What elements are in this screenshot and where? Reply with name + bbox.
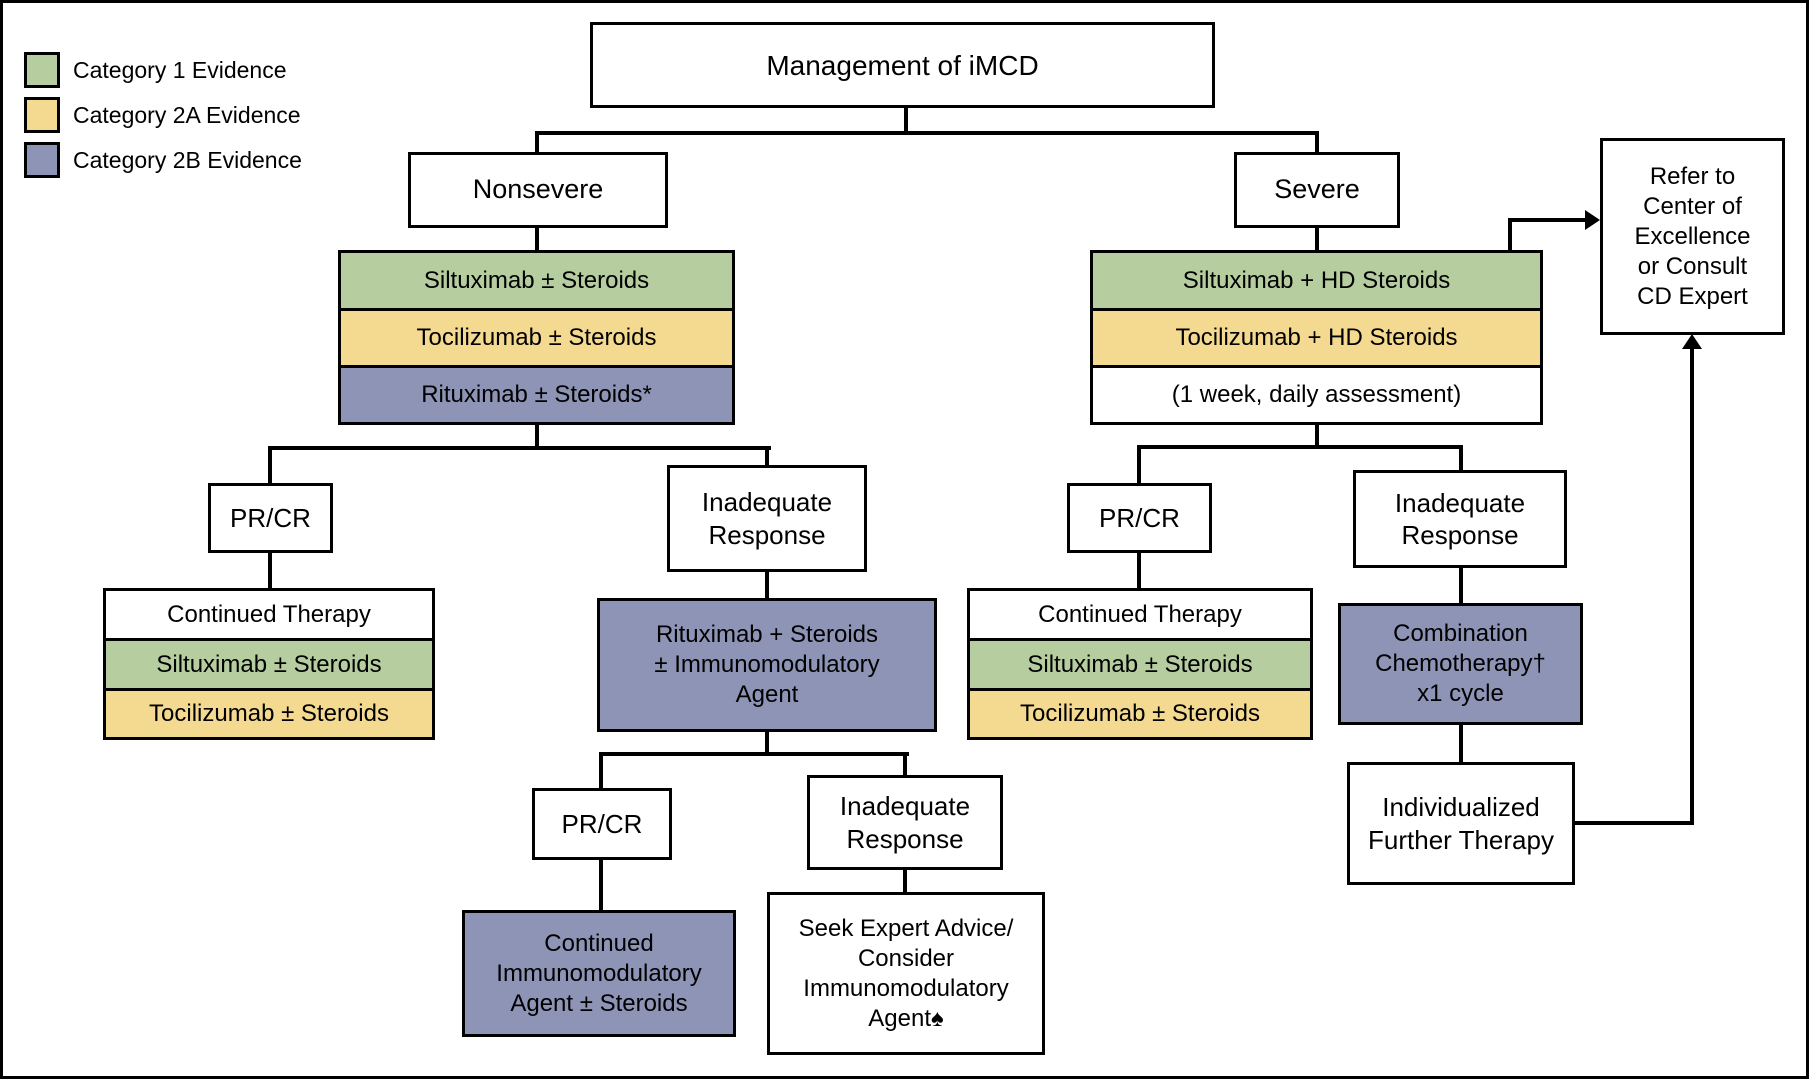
legend-label: Category 2A Evidence [73,101,301,128]
legend-label: Category 2B Evidence [73,146,302,173]
therapy-row-tocilizumab-hd: Tocilizumab + HD Steroids [1090,308,1543,368]
therapy-row-siltuximab: Siltuximab ± Steroids [103,638,435,691]
connector-line [535,228,539,250]
connector-line [268,448,272,483]
stack-severe-therapy: Siltuximab + HD Steroids Tocilizumab + H… [1090,250,1543,425]
connector-line [1137,445,1463,449]
arrowhead-right-icon [1585,210,1600,230]
therapy-row-siltuximab-hd: Siltuximab + HD Steroids [1090,250,1543,311]
stack-nonsevere-therapy: Siltuximab ± Steroids Tocilizumab ± Ster… [338,250,735,425]
therapy-row-tocilizumab: Tocilizumab ± Steroids [967,688,1313,740]
node-nonsevere: Nonsevere [408,152,668,228]
connector-line [1315,228,1319,250]
node-seek-expert-advice: Seek Expert Advice/ Consider Immunomodul… [767,892,1045,1055]
therapy-row-assessment: (1 week, daily assessment) [1090,365,1543,425]
connector-line [1315,425,1319,449]
node-prcr-severe: PR/CR [1067,483,1212,553]
stack-continued-therapy-nonsevere: Continued Therapy Siltuximab ± Steroids … [103,588,435,740]
connector-line [535,425,539,450]
node-combination-chemotherapy: Combination Chemotherapy† x1 cycle [1338,603,1583,725]
connector-line [765,732,769,756]
connector-line [903,870,907,892]
node-inadequate-response-severe: Inadequate Response [1353,470,1567,568]
connector-line [535,133,539,152]
therapy-row-rituximab: Rituximab ± Steroids* [338,365,735,425]
connector-line [1508,218,1512,252]
arrowhead-up-icon [1682,334,1702,349]
legend-item-category-1: Category 1 Evidence [24,52,302,88]
connector-line [535,131,1319,135]
node-severe: Severe [1234,152,1400,228]
connector-line [1315,133,1319,152]
connector-line [1137,553,1141,588]
category-2a-swatch [24,97,60,133]
legend-item-category-2b: Category 2B Evidence [24,142,302,178]
node-prcr-second: PR/CR [532,788,672,860]
connector-line [903,754,907,775]
category-1-swatch [24,52,60,88]
legend-item-category-2a: Category 2A Evidence [24,97,302,133]
therapy-row-siltuximab: Siltuximab ± Steroids [967,638,1313,691]
stack-continued-therapy-severe: Continued Therapy Siltuximab ± Steroids … [967,588,1313,740]
node-individualized-further-therapy: Individualized Further Therapy [1347,762,1575,885]
category-2b-swatch [24,142,60,178]
therapy-row-siltuximab: Siltuximab ± Steroids [338,250,735,311]
therapy-row-tocilizumab: Tocilizumab ± Steroids [338,308,735,368]
connector-line [599,754,603,788]
therapy-row-continued: Continued Therapy [967,588,1313,641]
node-management-of-imcd: Management of iMCD [590,22,1215,108]
connector-line [904,108,908,135]
connector-line [1459,725,1463,762]
node-rituximab-steroids-immunomodulatory: Rituximab + Steroids ± Immunomodulatory … [597,598,937,732]
connector-line [1459,568,1463,603]
node-prcr-nonsevere: PR/CR [208,483,333,553]
connector-line [765,448,769,465]
connector-line [1459,447,1463,470]
connector-line [268,446,771,450]
evidence-legend: Category 1 Evidence Category 2A Evidence… [24,52,302,187]
connector-line [765,572,769,598]
node-inadequate-response-nonsevere: Inadequate Response [667,465,867,572]
connector-line [1508,218,1588,222]
legend-label: Category 1 Evidence [73,56,287,83]
connector-line [1137,447,1141,483]
therapy-row-tocilizumab: Tocilizumab ± Steroids [103,688,435,740]
connector-line [1690,347,1694,825]
node-inadequate-response-second: Inadequate Response [807,775,1003,870]
connector-line [268,553,272,588]
connector-line [599,752,909,756]
connector-line [599,860,603,910]
node-continued-immunomodulatory: Continued Immunomodulatory Agent ± Stero… [462,910,736,1037]
connector-line [1575,821,1694,825]
node-refer-center-of-excellence: Refer to Center of Excellence or Consult… [1600,138,1785,335]
therapy-row-continued: Continued Therapy [103,588,435,641]
